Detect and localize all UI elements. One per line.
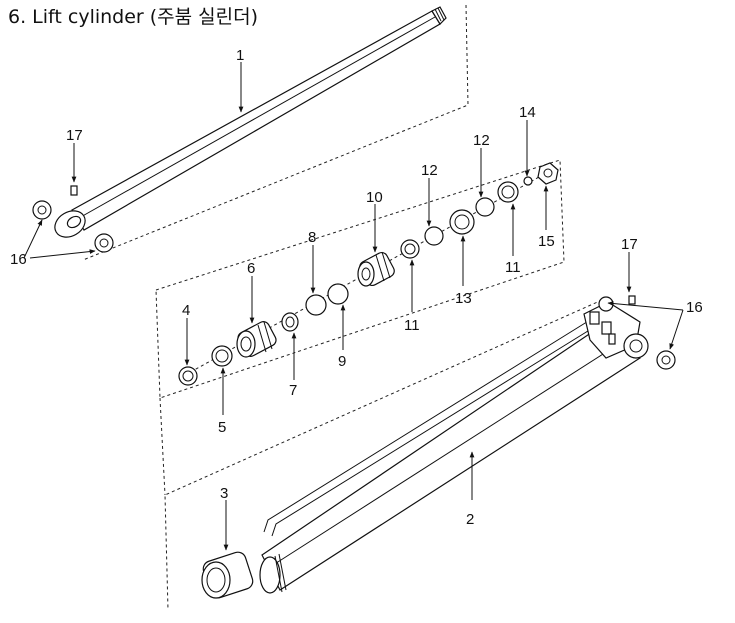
o-ring-8 (305, 294, 327, 316)
callout-17-right: 17 (621, 236, 638, 253)
seal-kit-outline (155, 159, 565, 399)
piston-rod (54, 6, 447, 238)
tube-bushing-right (656, 350, 676, 370)
callout-11-right: 11 (505, 259, 521, 276)
grease-nipple-rod (70, 185, 78, 196)
rod-bushing-right (94, 233, 114, 253)
callout-13: 13 (455, 290, 472, 307)
rod-seal (211, 345, 233, 367)
lock-nut (537, 162, 559, 185)
tube-group-outline (159, 299, 603, 611)
page-title: 6. Lift cylinder (주붐 실린더) (8, 6, 259, 28)
callout-1: 1 (236, 47, 244, 64)
callout-2: 2 (466, 511, 474, 528)
wear-ring (449, 209, 475, 235)
gland (236, 321, 277, 358)
callout-16-left: 16 (10, 251, 27, 268)
callout-16-right: 16 (686, 299, 703, 316)
ring-12-right (475, 197, 495, 217)
wiper-ring (178, 366, 198, 386)
callout-12-right: 12 (473, 132, 490, 149)
callout-labels: 1 2 3 4 5 6 7 8 9 10 11 11 12 12 13 14 1… (10, 47, 703, 528)
callout-8: 8 (308, 229, 316, 246)
tube-bushing-left (598, 296, 614, 312)
callout-12-left: 12 (421, 162, 438, 179)
callout-4: 4 (182, 302, 190, 319)
callout-9: 9 (338, 353, 346, 370)
ring-12-left (424, 226, 444, 246)
callout-7: 7 (289, 382, 297, 399)
piston-seal-left (400, 239, 420, 259)
rod-group-outline (82, 4, 469, 261)
leader-lines (23, 62, 684, 551)
callout-10: 10 (366, 189, 383, 206)
callout-6: 6 (247, 260, 255, 277)
gland-nut (201, 551, 254, 599)
callout-14: 14 (519, 104, 536, 121)
callout-11-left: 11 (404, 317, 420, 334)
grease-nipple-tube (628, 295, 636, 305)
callout-15: 15 (538, 233, 555, 250)
backup-ring-9 (327, 283, 349, 305)
gland-bushing (281, 312, 299, 332)
piston-seal-right (497, 181, 519, 203)
callout-5: 5 (218, 419, 226, 436)
callout-17-left: 17 (66, 127, 83, 144)
rod-bushing-left (32, 200, 52, 220)
cylinder-tube (259, 301, 649, 594)
piston (357, 251, 395, 287)
o-ring-14 (523, 176, 533, 186)
callout-3: 3 (220, 485, 228, 502)
